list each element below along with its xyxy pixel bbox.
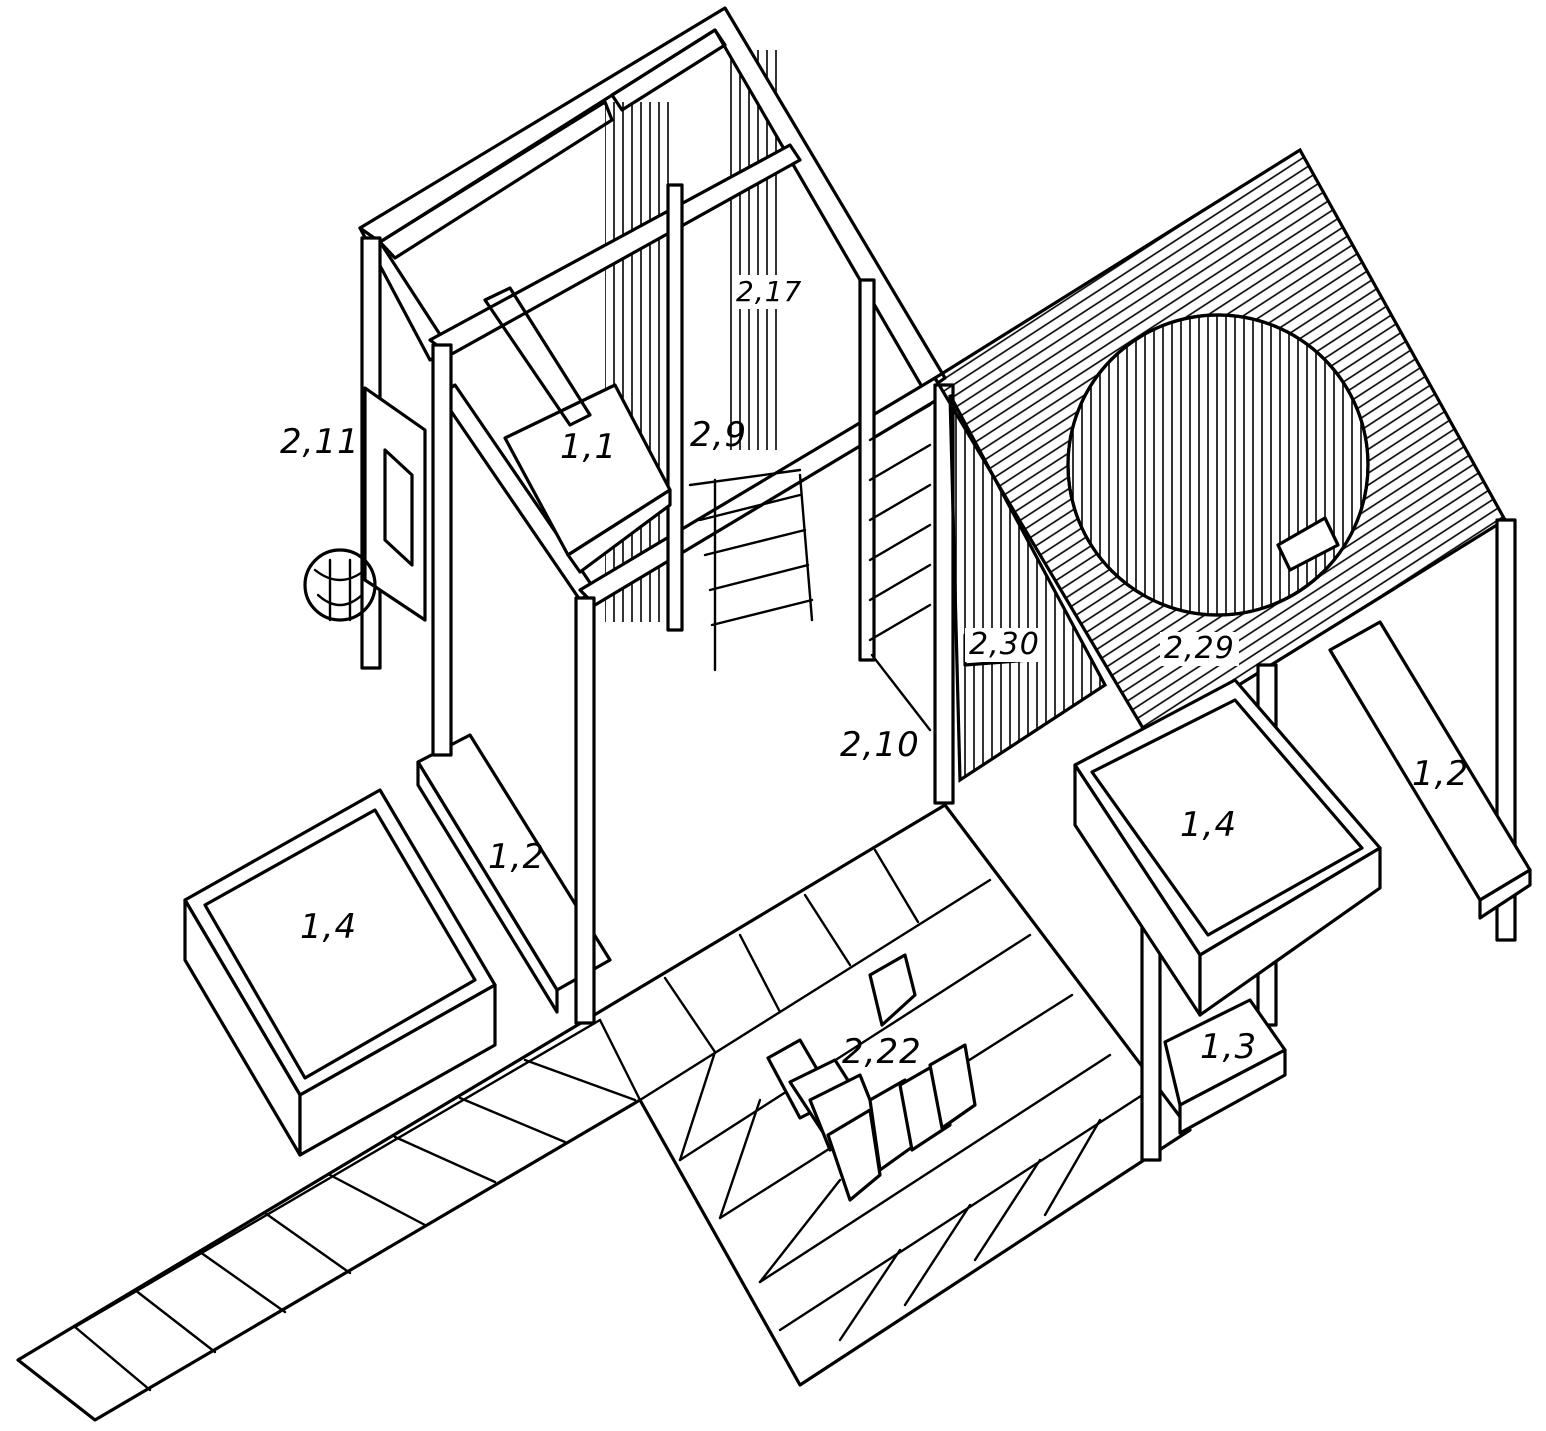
- climbing-frame: [358, 6, 955, 1025]
- label-basketball-hoop: 2,11: [280, 422, 360, 462]
- bench-left: [416, 733, 612, 1014]
- label-wall-panel: 2,30: [965, 628, 1044, 662]
- sandbox-right: [1073, 678, 1382, 1017]
- label-platform: 1,1: [560, 427, 618, 467]
- sandbox-left: [183, 788, 497, 1157]
- label-sandbox-left: 1,4: [300, 907, 358, 947]
- label-ladder: 2,10: [840, 725, 920, 765]
- building-blocks: [766, 953, 977, 1202]
- label-roof: 2,29: [1160, 632, 1239, 666]
- label-blocks: 2,22: [842, 1032, 922, 1072]
- basketball-hoop: [303, 386, 427, 622]
- label-bench-right: 1,2: [1412, 754, 1470, 794]
- label-steps: 2,9: [690, 415, 748, 455]
- label-table: 1,3: [1200, 1027, 1258, 1067]
- bench-right: [1328, 620, 1532, 920]
- small-table: [1163, 998, 1287, 1135]
- label-sandbox-right: 1,4: [1180, 805, 1238, 845]
- label-bench-left: 1,2: [488, 837, 546, 877]
- label-back-panel: 2,17: [732, 275, 807, 309]
